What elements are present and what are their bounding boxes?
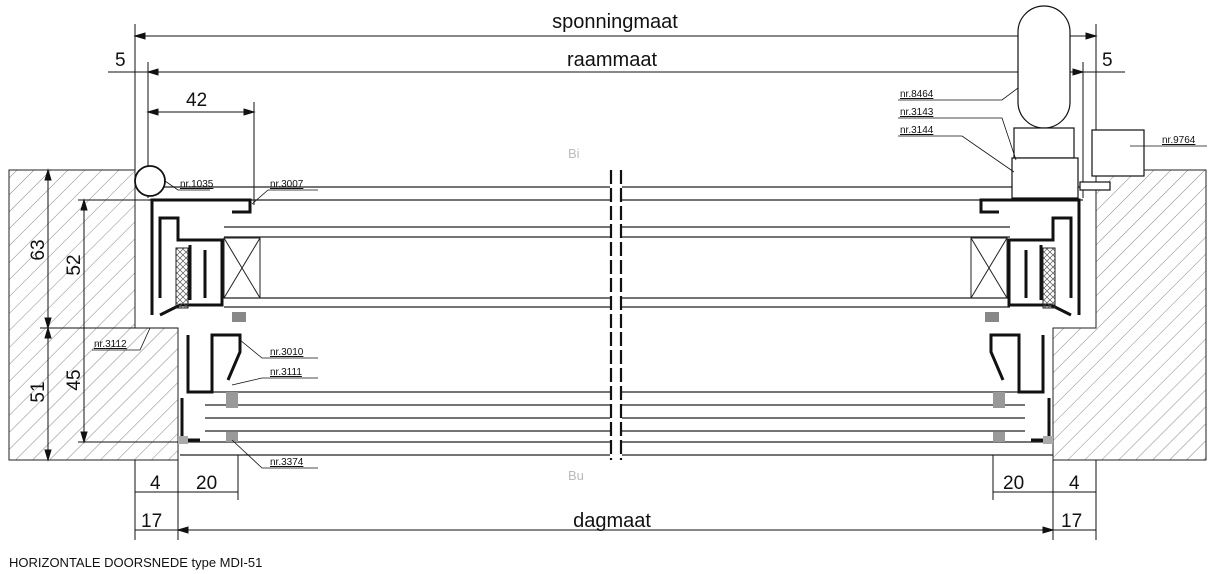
part-9764: nr.9764 <box>1162 135 1196 146</box>
wall-right <box>1052 169 1207 461</box>
side-inside: Bi <box>568 146 580 161</box>
dim-5-left: 5 <box>115 50 126 71</box>
part-3010: nr.3010 <box>270 347 304 358</box>
part-3143: nr.3143 <box>900 107 934 118</box>
break-lines <box>609 170 623 460</box>
dim-42-label: 42 <box>186 90 207 111</box>
dim-63: 63 <box>28 239 49 260</box>
side-outside: Bu <box>568 468 584 483</box>
spacer-left <box>223 237 261 299</box>
dim-20-right: 20 <box>1003 473 1024 494</box>
dim-17-right: 17 <box>1061 511 1082 532</box>
dim-dagmaat <box>134 455 1097 540</box>
insulation-left <box>175 247 189 309</box>
part-3144: nr.3144 <box>900 125 934 136</box>
part-3112: nr.3112 <box>94 339 127 350</box>
dim-45: 45 <box>64 369 85 390</box>
dim-52: 52 <box>64 254 85 275</box>
dim-left-verticals <box>40 168 180 462</box>
label-dagmaat: dagmaat <box>573 510 651 532</box>
label-sponningmaat: sponningmaat <box>552 11 678 33</box>
dim-51: 51 <box>28 381 49 402</box>
seal-1035-circle <box>134 165 166 197</box>
dim-4-right: 4 <box>1069 473 1080 494</box>
spacer-right <box>970 237 1008 299</box>
dim-17-left: 17 <box>141 511 162 532</box>
drawing-caption: HORIZONTALE DOORSNEDE type MDI-51 <box>9 555 263 570</box>
glazing-bottom <box>180 391 1053 456</box>
part-1035: nr.1035 <box>180 179 214 190</box>
dim-5-right: 5 <box>1102 50 1113 71</box>
part-3111: nr.3111 <box>270 367 302 378</box>
part-3007: nr.3007 <box>270 179 304 190</box>
glazing-top <box>148 186 1083 308</box>
dim-20-left: 20 <box>196 473 217 494</box>
leader-lines <box>92 87 1207 469</box>
part-8464: nr.8464 <box>900 89 934 100</box>
part-3374: nr.3374 <box>270 457 304 468</box>
dim-42 <box>146 102 256 205</box>
dim-sponningmaat <box>133 24 1098 170</box>
window-handle <box>1011 5 1145 199</box>
insulation-right <box>1042 247 1056 309</box>
dim-raammaat <box>108 62 1125 198</box>
label-raammaat: raammaat <box>567 49 657 71</box>
dim-4-left: 4 <box>150 473 161 494</box>
